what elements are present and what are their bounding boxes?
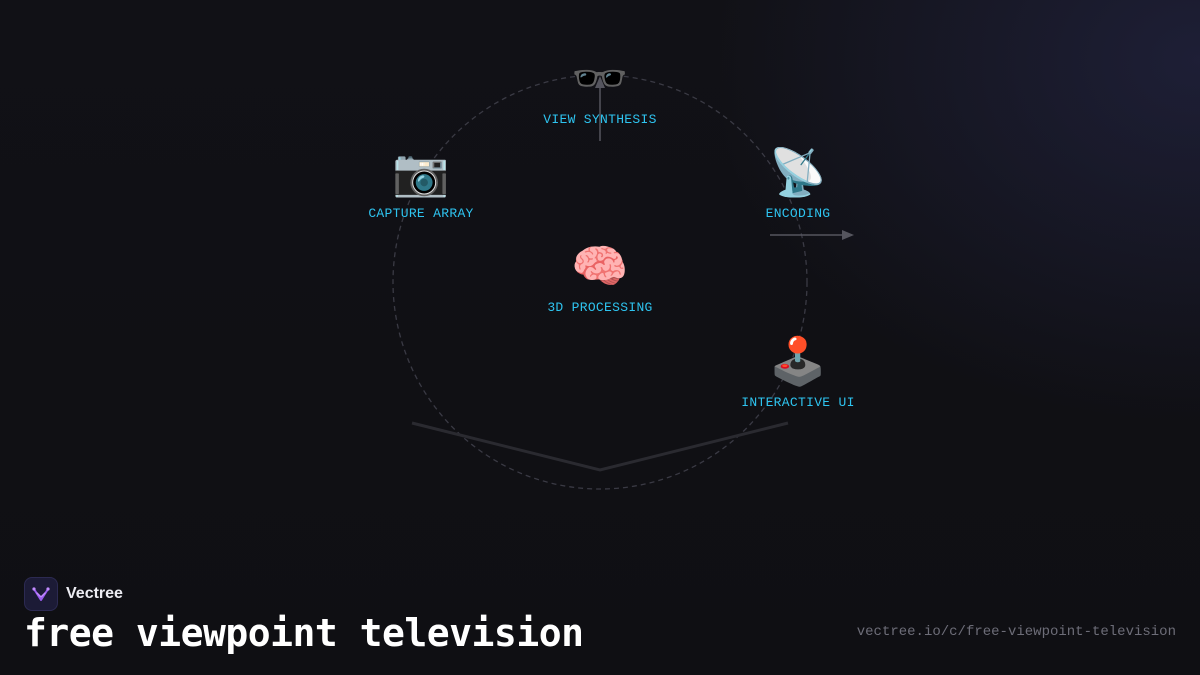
- base-chevron: [411, 421, 789, 472]
- brain-icon: 🧠: [571, 239, 629, 293]
- node-capture-array: 📷 CAPTURE ARRAY: [321, 146, 521, 221]
- brand-name: Vectree: [66, 585, 123, 602]
- node-label-3d-processing: 3D PROCESSING: [547, 300, 653, 315]
- node-label-view-synthesis: VIEW SYNTHESIS: [543, 112, 657, 127]
- node-3d-processing: 🧠 3D PROCESSING: [500, 240, 700, 315]
- node-interactive-ui: 🕹️ INTERACTIVE UI: [698, 335, 898, 410]
- page-title: free viewpoint television: [24, 611, 584, 655]
- page-url[interactable]: vectree.io/c/free-viewpoint-television: [856, 624, 1176, 640]
- brand[interactable]: Vectree: [24, 577, 123, 611]
- node-label-capture-array: CAPTURE ARRAY: [368, 206, 474, 221]
- vectree-logo-icon: [24, 577, 58, 611]
- node-encoding: 📡 ENCODING: [698, 146, 898, 221]
- satellite-dish-icon: 📡: [769, 145, 827, 199]
- node-label-encoding: ENCODING: [765, 206, 831, 221]
- sunglasses-icon: 🕶️: [571, 51, 629, 105]
- joystick-icon: 🕹️: [769, 334, 827, 388]
- cycle-ring: [392, 74, 808, 490]
- node-label-interactive-ui: INTERACTIVE UI: [741, 395, 855, 410]
- camera-icon: 📷: [392, 145, 450, 199]
- node-view-synthesis: 🕶️ VIEW SYNTHESIS: [500, 52, 700, 127]
